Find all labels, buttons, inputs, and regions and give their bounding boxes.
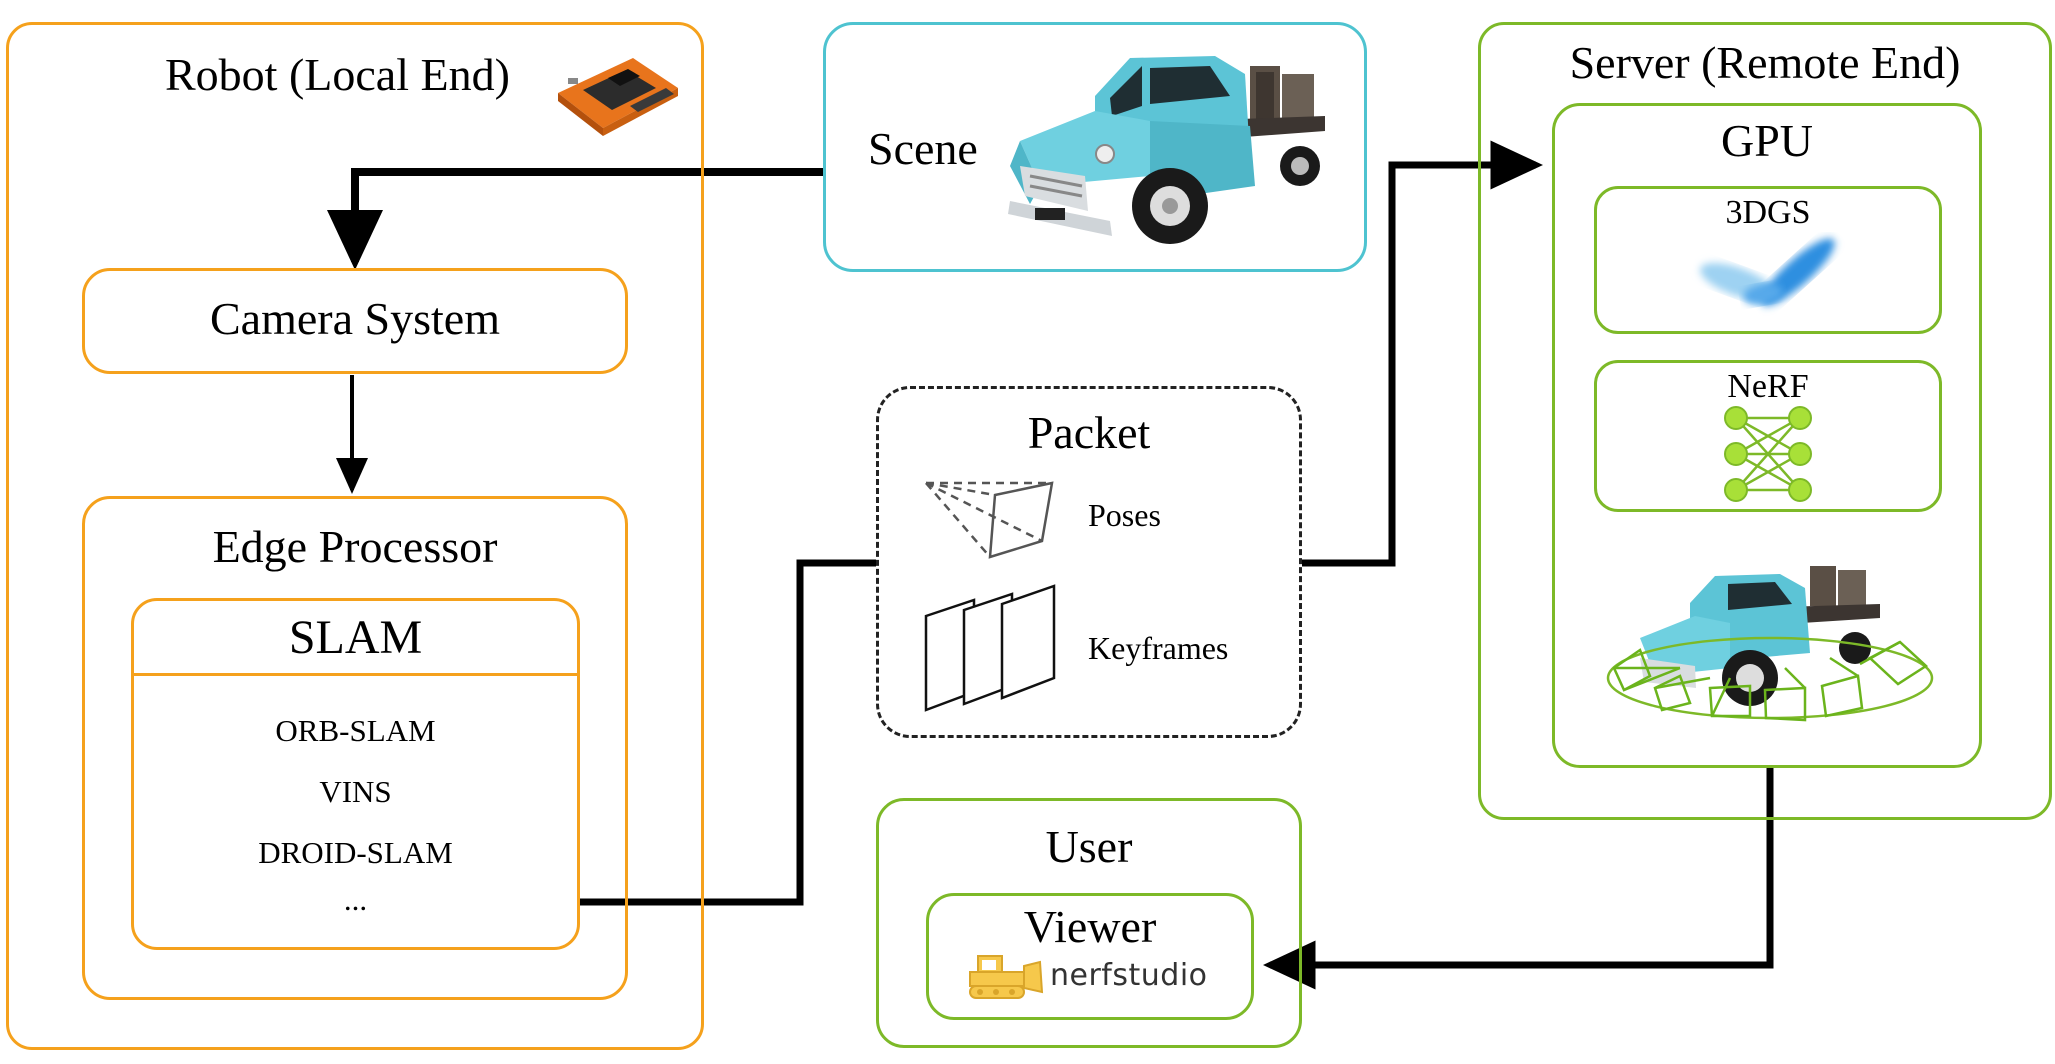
slam-method-vins: VINS <box>319 774 392 809</box>
packet-to-gpu-arrow <box>1302 140 1543 567</box>
slam-title: SLAM <box>288 611 423 664</box>
viewer-box <box>926 893 1254 1020</box>
scene-box <box>823 22 1367 272</box>
slam-to-packet-wire <box>580 559 876 906</box>
slam-divider <box>131 673 580 676</box>
truck-with-camera-frustums <box>1600 558 1940 728</box>
nerf-box <box>1594 360 1942 512</box>
edge-processor-box <box>82 496 628 1000</box>
slam-method-more: ... <box>343 882 368 917</box>
gpu-to-viewer-arrow <box>1263 768 1774 990</box>
edge-board-icon <box>548 48 688 140</box>
scene-to-camera-arrow <box>327 168 823 270</box>
edge-processor-title: Edge Processor <box>212 521 498 572</box>
3dgs-label: 3DGS <box>1725 194 1811 231</box>
server-title: Server (Remote End) <box>1569 37 1961 88</box>
camera-system-box <box>82 268 628 374</box>
camera-frustum-icon <box>920 475 1060 565</box>
slam-box <box>131 598 580 950</box>
slam-method-orb: ORB-SLAM <box>275 713 436 748</box>
scene-label: Scene <box>868 123 978 174</box>
neural-network-icon <box>1722 404 1814 504</box>
robot-title: Robot (Local End) <box>165 49 510 100</box>
poses-label: Poses <box>1088 497 1161 533</box>
truck-image <box>1000 36 1340 266</box>
viewer-title: Viewer <box>1023 901 1157 952</box>
nerf-label: NeRF <box>1727 368 1809 405</box>
server-remote-end-panel <box>1478 22 2052 820</box>
nerfstudio-logo-text: nerfstudio <box>1050 958 1208 993</box>
gpu-box <box>1552 103 1982 768</box>
packet-box <box>876 386 1302 738</box>
slam-method-droid: DROID-SLAM <box>258 835 453 870</box>
camera-system-label: Camera System <box>210 293 500 344</box>
keyframes-icon <box>920 580 1060 716</box>
packet-title: Packet <box>1027 407 1151 458</box>
gaussian-splat-icon <box>1688 232 1848 322</box>
user-box <box>876 798 1302 1048</box>
gpu-title: GPU <box>1720 115 1814 166</box>
3dgs-box <box>1594 186 1942 334</box>
user-title: User <box>1045 821 1133 872</box>
bulldozer-icon <box>966 952 1046 1002</box>
robot-local-end-panel <box>6 22 704 1050</box>
keyframes-label: Keyframes <box>1088 630 1229 666</box>
